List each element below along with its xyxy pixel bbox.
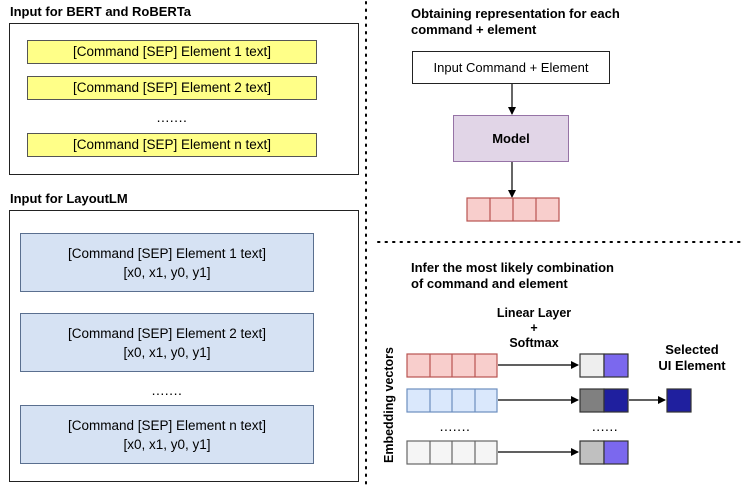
embedding-vector-red (406, 353, 498, 378)
bert-ellipsis: ....... (156, 109, 188, 125)
layoutlm-input-n: [Command [SEP] Element n text] [x0, x1, … (20, 405, 314, 464)
linear-softmax-label: Linear Layer + Softmax (484, 306, 584, 351)
layoutlm-input-n-text: [Command [SEP] Element n text] (67, 417, 267, 433)
selected-line2: UI Element (658, 358, 726, 373)
embedding-vector-blue (406, 388, 498, 413)
selected-ui-element-label: Selected UI Element (640, 342, 744, 374)
bert-input-2: [Command [SEP] Element 2 text] (27, 76, 317, 100)
layoutlm-input-1-text: [Command [SEP] Element 1 text] (67, 245, 267, 261)
bert-panel (9, 23, 359, 175)
output-pair-1 (579, 353, 629, 378)
layoutlm-input-2: [Command [SEP] Element 2 text] [x0, x1, … (20, 313, 314, 372)
embedding-vector-grey (406, 440, 498, 465)
infer-title-line2: of command and element (411, 276, 568, 291)
representation-vector (466, 197, 560, 222)
linear-line2: + (530, 321, 538, 335)
layoutlm-input-1: [Command [SEP] Element 1 text] [x0, x1, … (20, 233, 314, 292)
bert-input-1: [Command [SEP] Element 1 text] (27, 40, 317, 64)
linear-line1: Linear Layer (496, 306, 572, 320)
model-box: Model (453, 115, 569, 162)
layoutlm-ellipsis: ....... (151, 382, 183, 398)
selected-ui-element (666, 388, 692, 413)
representation-title-line1: Obtaining representation for each (411, 6, 620, 21)
layoutlm-input-1-coords: [x0, x1, y0, y1] (123, 264, 211, 280)
infer-title: Infer the most likely combination of com… (411, 260, 614, 292)
layoutlm-input-2-text: [Command [SEP] Element 2 text] (67, 325, 267, 341)
output-pair-2 (579, 388, 629, 413)
layoutlm-panel (9, 210, 359, 482)
layoutlm-input-2-coords: [x0, x1, y0, y1] (123, 344, 211, 360)
embedding-vectors-label: Embedding vectors (382, 347, 396, 463)
input-command-element-box: Input Command + Element (412, 51, 610, 84)
layoutlm-section-title: Input for LayoutLM (10, 191, 128, 206)
selected-line1: Selected (665, 342, 719, 357)
layoutlm-input-n-coords: [x0, x1, y0, y1] (123, 436, 211, 452)
representation-title: Obtaining representation for each comman… (411, 6, 620, 38)
infer-title-line1: Infer the most likely combination (411, 260, 614, 275)
bert-section-title: Input for BERT and RoBERTa (10, 4, 192, 19)
embedding-ellipsis: ....... (439, 418, 471, 434)
output-pair-n (579, 440, 629, 465)
bert-input-n: [Command [SEP] Element n text] (27, 133, 317, 157)
output-ellipsis: ...... (591, 418, 619, 434)
linear-line3: Softmax (509, 336, 559, 350)
representation-title-line2: command + element (411, 22, 537, 37)
